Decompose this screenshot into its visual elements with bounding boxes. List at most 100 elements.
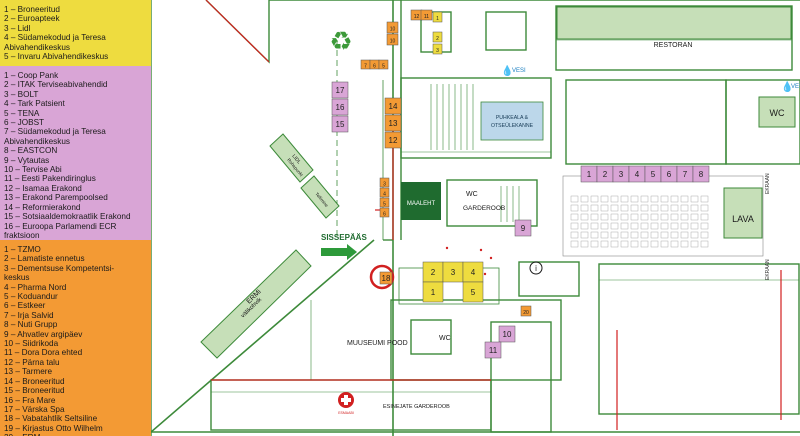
booth-number: 3 [451, 268, 456, 277]
seat [680, 204, 689, 212]
seat [610, 213, 619, 221]
booth-5 [378, 59, 389, 70]
booth-number: 6 [373, 64, 376, 70]
legend-entry: 1 – Coop Pank [4, 71, 59, 80]
lava-label: LAVA [732, 214, 754, 224]
sissepaas-label: SISSEPÄÄS [321, 233, 367, 242]
legend-entry: 16 – Fra Mare [4, 395, 56, 405]
lidl-booth [269, 133, 314, 183]
booth-6 [379, 207, 390, 218]
seat [580, 240, 589, 248]
seat [590, 195, 599, 203]
booth-14 [384, 97, 402, 115]
seat [670, 204, 679, 212]
legend-entry: 8 – EASTCON [4, 146, 58, 156]
booth-number: 8 [699, 170, 704, 179]
seat [700, 222, 709, 230]
booth-number: 10 [503, 330, 512, 339]
legend-entry: 15 – Broneeritud [4, 386, 65, 396]
legend-entry: fraktsioon [4, 230, 40, 240]
seat [660, 213, 669, 221]
vesi-label-1: VESI [512, 68, 526, 74]
legend-entry: 4 – Pharma Nord [4, 282, 67, 292]
water-icon: 💧 [501, 64, 513, 77]
ekraan-label-2: EKRAAN [765, 259, 771, 280]
seat [610, 204, 619, 212]
seat [660, 195, 669, 203]
legend-entry: 12 – Pärna talu [4, 357, 60, 367]
recycle-icon: ♻ [329, 26, 352, 56]
seat [590, 213, 599, 221]
wc-label-garderoob: WC [466, 191, 478, 198]
booth-10 [498, 325, 516, 343]
legend-entry: 12 – Isamaa Erakond [4, 183, 82, 193]
seat [600, 240, 609, 248]
seat [590, 240, 599, 248]
booth-number: 2 [603, 170, 608, 179]
seat [690, 195, 699, 203]
legend-entry: 13 – Erakond Parempoolsed [4, 193, 108, 203]
booth-number: 5 [383, 202, 386, 208]
legend-entry: 2 – ITAK Terviseabivahendid [4, 80, 108, 90]
legend-entry: 4 – Tark Patsient [4, 99, 65, 109]
booth-number: 1 [436, 16, 439, 22]
booth-5 [379, 197, 390, 208]
seat [640, 222, 649, 230]
seat [610, 222, 619, 230]
booth-10 [386, 33, 399, 46]
seat [690, 240, 699, 248]
seat [620, 204, 629, 212]
legend-entry: 11 – Dora Dora ehted [4, 348, 83, 358]
booth-number: 12 [414, 14, 420, 20]
booth-number: 3 [619, 170, 624, 179]
seat [680, 195, 689, 203]
restoran-label: RESTORAN [654, 42, 693, 49]
booth-number: 3 [436, 48, 439, 54]
diagonal-wall [151, 239, 375, 433]
legend-entry: 2 – Euroapteek [4, 14, 60, 24]
legend-entry: 7 – Irja Salvid [4, 310, 54, 320]
vesi-label-2: VESI [791, 84, 800, 90]
seat [580, 231, 589, 239]
seat [650, 204, 659, 212]
seat [590, 222, 599, 230]
ekraan-label-1: EKRAAN [765, 173, 771, 194]
seat [590, 231, 599, 239]
seat [670, 213, 679, 221]
booth-number: 4 [635, 170, 640, 179]
seat [640, 204, 649, 212]
seat [690, 231, 699, 239]
booth-16 [331, 98, 349, 116]
booth-number: 5 [651, 170, 656, 179]
legend-entry: 20 – ERM [4, 433, 147, 436]
seat [580, 213, 589, 221]
seat [700, 240, 709, 248]
seat [630, 231, 639, 239]
booth-5 [462, 281, 484, 303]
booth-number: 3 [383, 182, 386, 188]
tellimine-booth [300, 175, 340, 219]
booth-1 [422, 281, 444, 303]
seat [700, 195, 709, 203]
seat [630, 240, 639, 248]
booth-8 [692, 165, 710, 183]
seat [670, 240, 679, 248]
legend-entry: Abivahendikeskus [4, 42, 70, 52]
seat [690, 222, 699, 230]
booth-number: 7 [364, 64, 367, 70]
legend-entry: keskus [4, 273, 30, 283]
seat [600, 213, 609, 221]
legend-entry: 17 – Värska Spa [4, 404, 65, 414]
seat [600, 204, 609, 212]
wc-label-top: WC [770, 108, 785, 118]
booth-number: 14 [389, 102, 398, 111]
seat [700, 231, 709, 239]
puhkeala-label-2: OTSEÜLEKANNE [491, 122, 534, 129]
legend-entry: 5 – Koduandur [4, 292, 58, 302]
legend-entry: 11 – Eesti Pakendiringlus [4, 174, 96, 184]
legend-entry: 3 – Dementsuse Kompetentsi- [4, 263, 115, 273]
muuseumi-pood-label: MUUSEUMI POOD [347, 340, 408, 347]
garderoob-label: GARDEROOB [463, 205, 505, 212]
seat [570, 240, 579, 248]
